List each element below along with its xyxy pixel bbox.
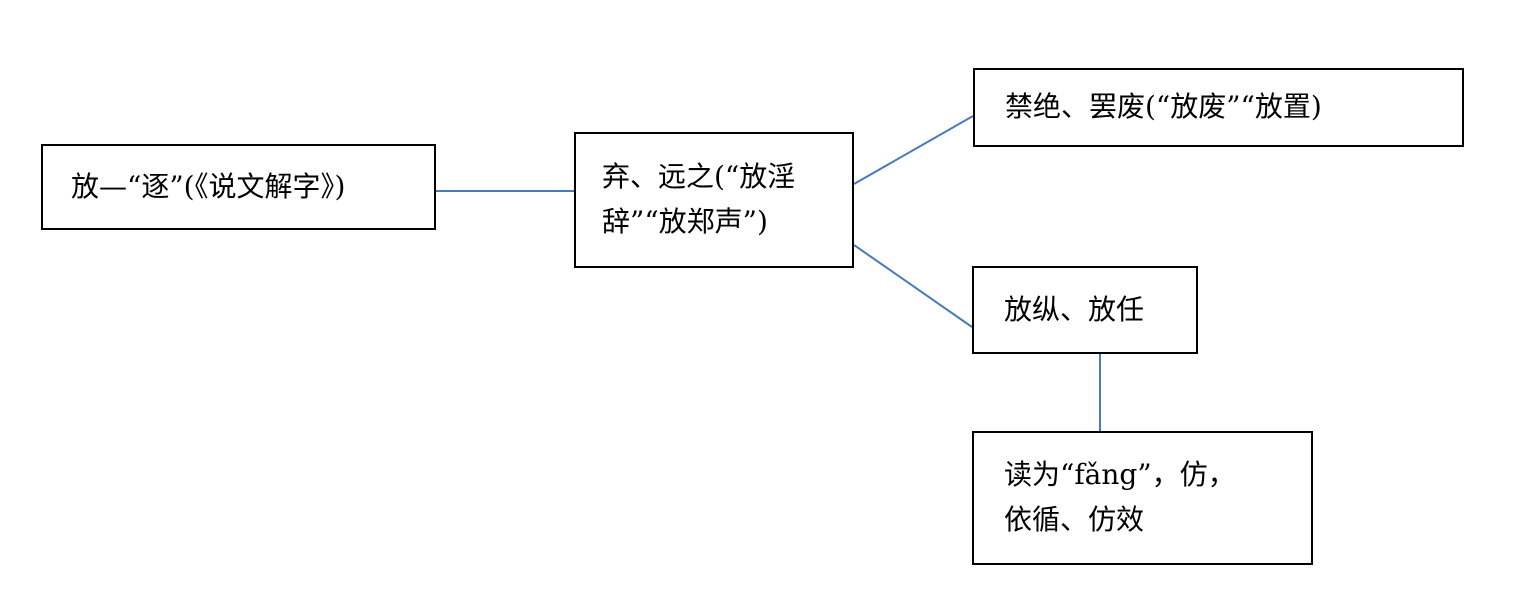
connector-abandon-prohibit [853,115,974,185]
node-abandon: 弃、远之(“放淫 辞”“放郑声”) [574,132,854,268]
node-abandon-line1: 弃、远之(“放淫 [602,160,796,194]
node-indulge-text: 放纵、放任 [1004,292,1145,326]
node-root: 放—“逐”(《说文解字》) [41,144,436,230]
node-abandon-line2: 辞”“放郑声”) [602,205,768,238]
node-imitate: 读为“fǎng”，仿， 依循、仿效 [972,431,1313,565]
connector-abandon-indulge [853,244,973,328]
node-indulge: 放纵、放任 [972,266,1198,354]
node-imitate-line2: 依循、仿效 [1004,503,1145,536]
node-prohibit: 禁绝、罢废(“放废”“放置) [973,68,1464,147]
node-imitate-line1: 读为“fǎng”，仿， [1004,458,1236,492]
node-prohibit-text: 禁绝、罢废(“放废”“放置) [1005,90,1322,124]
node-root-text: 放—“逐”(《说文解字》) [71,169,346,203]
